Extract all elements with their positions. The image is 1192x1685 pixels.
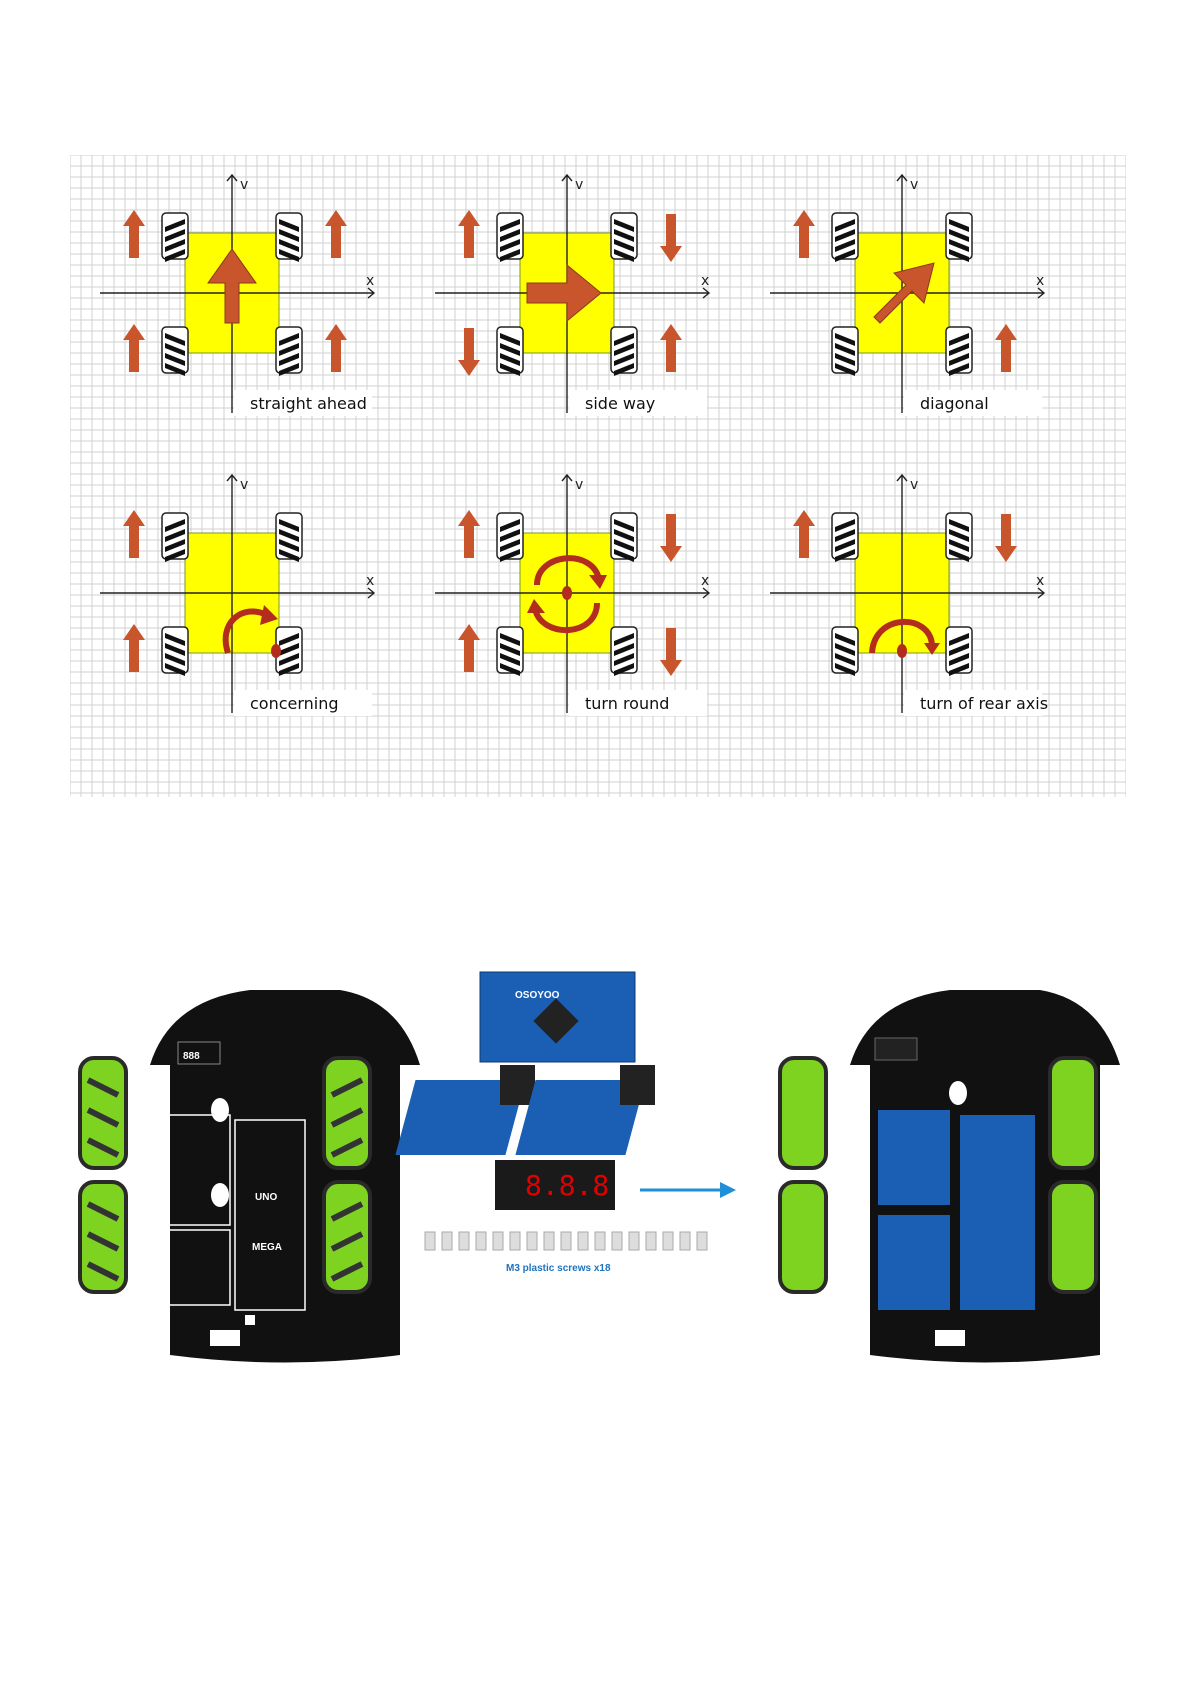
screws-caption: M3 plastic screws x18 — [506, 1263, 611, 1274]
mega-brand: OSOYOO — [515, 990, 560, 1001]
y-axis-label: v — [240, 177, 248, 193]
y-axis-label: v — [240, 477, 248, 493]
diagram-caption: side way — [585, 394, 655, 413]
diagram-caption: turn round — [585, 694, 669, 713]
hardware-assembly-illustration: 888 UNO MEGA — [70, 970, 1126, 1370]
mega-label: MEGA — [252, 1242, 282, 1253]
parts-kit: OSOYOO 8.8.8 M3 plastic screws x18 — [395, 972, 736, 1274]
diagram-caption: diagonal — [920, 394, 989, 413]
chassis-left: 888 UNO MEGA — [80, 990, 420, 1363]
svg-text:8.8.8: 8.8.8 — [525, 1169, 609, 1202]
uno-label: UNO — [255, 1192, 277, 1203]
diagram-caption: straight ahead — [250, 394, 367, 413]
screws-row — [425, 1232, 707, 1250]
hardware-svg: 888 UNO MEGA — [70, 970, 1126, 1370]
y-axis-label: v — [910, 177, 918, 193]
x-axis-label: x — [701, 573, 709, 589]
movement-grid: x v straight ahead x v side way x v diagonal x v co… — [70, 155, 1126, 797]
y-axis-label: v — [910, 477, 918, 493]
x-axis-label: x — [1036, 273, 1044, 289]
x-axis-label: x — [701, 273, 709, 289]
diagram-caption: concerning — [250, 694, 339, 713]
x-axis-label: x — [1036, 573, 1044, 589]
display-label: 888 — [183, 1051, 200, 1062]
x-axis-label: x — [366, 573, 374, 589]
y-axis-label: v — [575, 477, 583, 493]
y-axis-label: v — [575, 177, 583, 193]
chassis-right — [780, 990, 1120, 1363]
mecanum-movement-diagram: x v straight ahead x v side way x v diagonal x v co… — [70, 155, 1126, 797]
x-axis-label: x — [366, 273, 374, 289]
diagram-caption: turn of rear axis — [920, 694, 1048, 713]
